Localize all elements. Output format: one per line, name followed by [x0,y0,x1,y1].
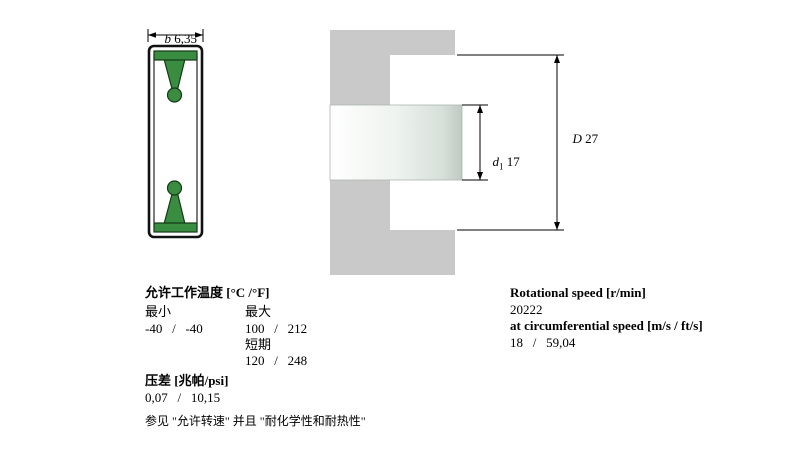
temperature-min-label: 最小 [145,304,172,319]
seal-cross-section-drawing [147,29,204,239]
pressure-value: 0,07 / 10,15 [145,390,221,405]
temperature-short-term-label: 短期 [245,337,272,352]
temperature-title: 允许工作温度 [°C /°F] [145,285,270,300]
seal-rubber-band-lower [153,222,198,233]
dim-b-letter: b [164,31,172,46]
dim-D-letter: D [572,131,582,146]
dim-D-arrow-top [554,55,560,63]
dim-b-label: b 6,35 [158,15,198,47]
dim-D-value: 27 [585,131,599,146]
garter-spring-lower [166,180,183,196]
housing-lower [330,180,455,275]
garter-spring-upper [166,87,183,103]
circumferential-speed-title: at circumferential speed [m/s / ft/s] [510,318,703,333]
dim-d1-arrow-bottom [477,172,483,180]
shaft [329,104,463,181]
temperature-max-label: 最大 [245,304,272,319]
circumferential-speed-value: 18 / 59,04 [510,335,576,350]
housing-upper [330,30,455,105]
rotational-speed-value: 20222 [510,302,543,317]
seal-rubber-band-upper [153,50,198,61]
dim-d1-label: d1 17 [486,138,520,172]
rotational-speed-title: Rotational speed [r/min] [510,285,646,300]
temperature-short-term-value: 120 / 248 [245,353,308,368]
pressure-title: 压差 [兆帕/psi] [145,373,229,388]
dim-b-arrow-left [148,32,156,38]
temperature-max-value: 100 / 212 [245,321,308,336]
dim-d1-value: 17 [506,154,520,169]
dim-d1-arrow-top [477,105,483,113]
dim-d1-subscript: 1 [499,161,504,172]
dim-D-label: D 27 [566,115,599,147]
seal-case-outline [147,44,204,239]
dim-b-value: 6,35 [174,31,197,46]
temperature-min-value: -40 / -40 [145,321,203,336]
reference-note: 参见 "允许转速" 并且 "耐化学性和耐热性" [145,414,366,428]
dim-b-arrow-right [195,32,203,38]
dim-d1-letter: d [492,154,500,169]
installation-drawing [329,30,564,275]
dim-D-arrow-bottom [554,222,560,230]
